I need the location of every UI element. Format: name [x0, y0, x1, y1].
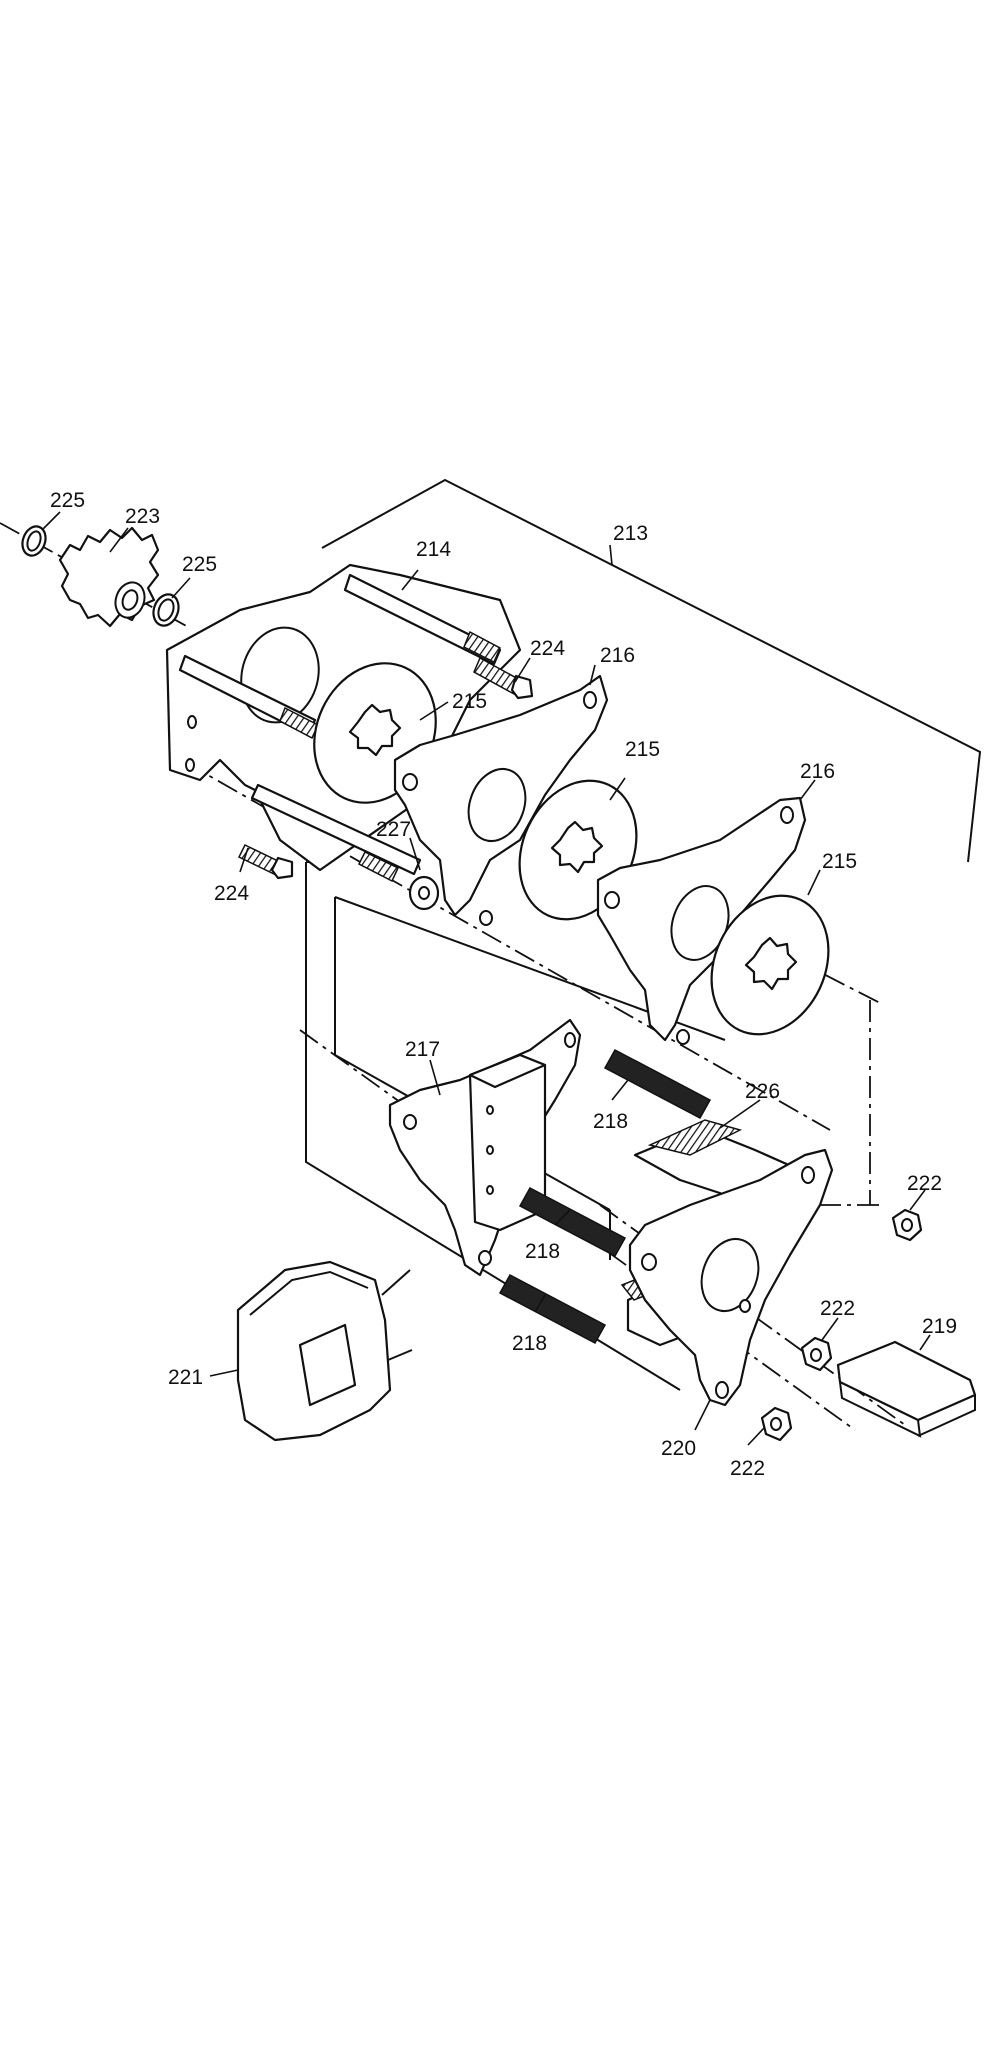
- assembly-bracket-213: [321, 478, 982, 863]
- label-222-middle: 222: [820, 1297, 855, 1320]
- coil-221: [236, 1260, 413, 1442]
- label-223: 223: [125, 505, 160, 528]
- label-216-lower: 216: [800, 760, 835, 783]
- leader-lines: [41, 511, 931, 1446]
- label-227: 227: [376, 818, 411, 841]
- magnet-plate-220: [628, 1148, 834, 1407]
- label-215-third: 215: [822, 850, 857, 873]
- spring-218-lower: [498, 1273, 607, 1345]
- label-224-lower: 224: [214, 882, 249, 905]
- washer-227: [408, 875, 440, 911]
- label-216-upper: 216: [600, 644, 635, 667]
- label-220: 220: [661, 1437, 696, 1460]
- label-222-upper: 222: [907, 1172, 942, 1195]
- label-215-second: 215: [625, 738, 660, 761]
- label-226: 226: [745, 1080, 780, 1103]
- retaining-ring-225-right: [152, 593, 180, 627]
- retaining-ring-225-left: [21, 525, 47, 557]
- pressure-plate-216-a: [393, 674, 609, 926]
- stud-rods: [178, 573, 502, 883]
- capscrew-224-lower: [237, 844, 294, 880]
- label-219: 219: [922, 1315, 957, 1338]
- label-217: 217: [405, 1038, 440, 1061]
- label-221: 221: [168, 1366, 203, 1389]
- spring-218-middle: [518, 1186, 627, 1258]
- label-225-right: 225: [182, 553, 217, 576]
- label-224-upper: 224: [530, 637, 565, 660]
- friction-disc-215-c: [710, 894, 830, 1036]
- spring-218-upper: [603, 1048, 712, 1120]
- label-213: 213: [613, 522, 648, 545]
- armature-217: [388, 1018, 582, 1277]
- label-218-lower: 218: [512, 1332, 547, 1355]
- label-218-upper: 218: [593, 1110, 628, 1133]
- label-218-middle: 218: [525, 1240, 560, 1263]
- hex-nut-222-a: [891, 1208, 923, 1242]
- hex-nut-222-b: [800, 1336, 833, 1372]
- hex-nut-222-c: [760, 1406, 793, 1442]
- label-215-first: 215: [452, 690, 487, 713]
- callout-labels: 225 223 225 213 214 224 216 215 215 216 …: [50, 489, 957, 1480]
- pinion-gear-223: [58, 526, 160, 628]
- label-225-left: 225: [50, 489, 85, 512]
- cover-219: [836, 1340, 977, 1438]
- capscrew-224-upper: [473, 656, 534, 700]
- label-214: 214: [416, 538, 451, 561]
- label-222-lower: 222: [730, 1457, 765, 1480]
